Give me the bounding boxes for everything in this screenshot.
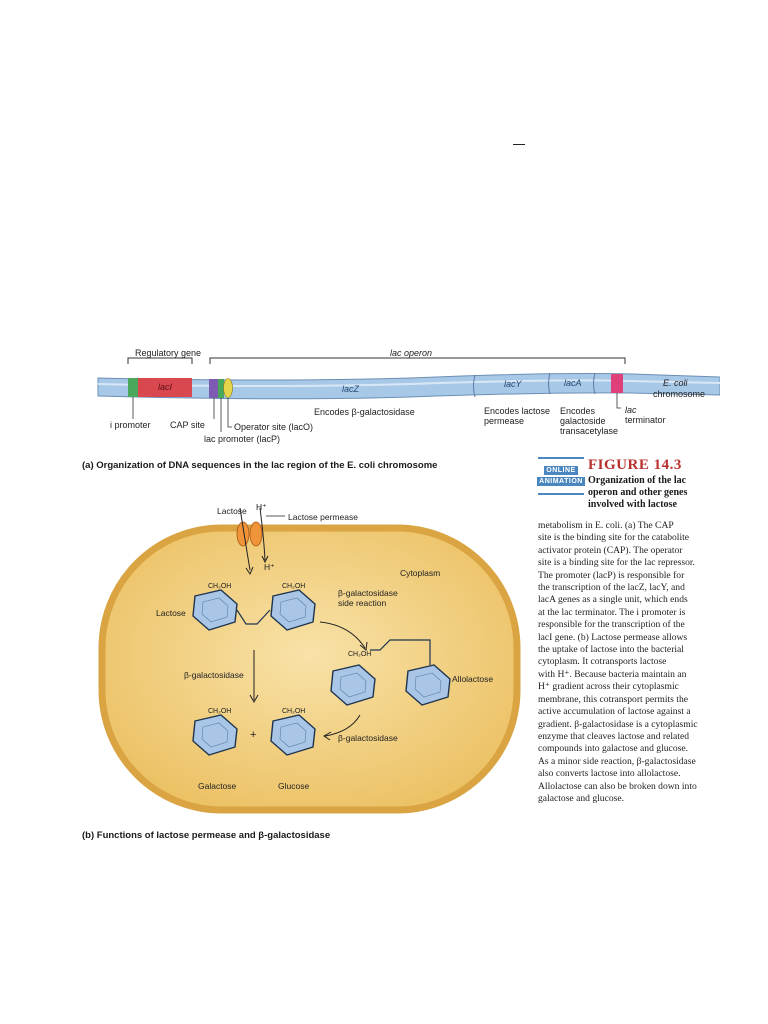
i-promoter-label: i promoter xyxy=(110,420,151,430)
lacz-label: lacZ xyxy=(342,384,360,394)
legend-line: the uptake of lactose into the bacterial xyxy=(538,644,684,656)
regulatory-gene-label: Regulatory gene xyxy=(135,348,202,358)
lac-operon-label: lac operon xyxy=(390,348,433,358)
laci-label: lacI xyxy=(158,382,173,392)
glycosidic-bond xyxy=(236,609,271,625)
ch2oh-allolactose: CH₂OH xyxy=(348,651,372,658)
encodes-permease-label-1: Encodes lactose xyxy=(484,406,551,416)
chromosome-label-1: E. coli xyxy=(663,378,688,388)
bacterial-cell xyxy=(98,524,521,814)
terminator-label-2: terminator xyxy=(625,415,666,425)
lacy-laca-divider xyxy=(548,372,551,395)
legend-line: H⁺ gradient across their cytoplasmic xyxy=(538,681,679,693)
encodes-bgal-label: Encodes β-galactosidase xyxy=(314,407,415,417)
legend-line: The promoter (lacP) is responsible for xyxy=(538,569,685,581)
legend-line: membrane, this cotransport permits the xyxy=(538,693,688,705)
legend-line: the transcription of the lacZ, lacY, and xyxy=(538,582,685,594)
operator-site-label: Operator site (lacO) xyxy=(234,422,314,432)
i-promoter-segment xyxy=(128,378,138,397)
h-plus-inside-label: H⁺ xyxy=(264,562,275,572)
legend-line: compounds into galactose and glucose. xyxy=(538,743,689,755)
legend-line: lacI gene. (b) Lactose permease allows xyxy=(538,631,688,643)
terminator-label-1: lac xyxy=(625,405,637,415)
legend-line: with H⁺. Because bacteria maintain an xyxy=(538,668,687,680)
laca-end-divider xyxy=(593,372,596,395)
legend-line: Allolactose can also be broken down into xyxy=(538,780,697,792)
cell-diagram xyxy=(98,507,521,814)
cap-site-segment xyxy=(209,379,218,398)
legend-line: cytoplasm. It cotransports lactose xyxy=(538,656,667,668)
h-plus-outside-label: H⁺ xyxy=(256,502,267,512)
encodes-transacetylase-label-3: transacetylase xyxy=(560,426,619,436)
legend-line: site is the binding site for the catabol… xyxy=(538,532,690,544)
ch2oh-lactose-2: CH₂OH xyxy=(282,583,306,590)
ch2oh-glucose: CH₂OH xyxy=(282,708,306,715)
panel-b-caption: (b) Functions of lactose permease and β-… xyxy=(82,830,331,841)
panel-a-caption: (a) Organization of DNA sequences in the… xyxy=(82,460,438,471)
legend-line: site is a binding site for the lac repre… xyxy=(538,557,695,569)
ch2oh-galactose: CH₂OH xyxy=(208,708,232,715)
dna-highlight xyxy=(97,379,720,387)
regulatory-gene-bracket xyxy=(127,357,193,364)
lactose-permease-protein xyxy=(236,521,263,547)
legend-line: active accumulation of lactose against a xyxy=(538,706,691,718)
figure-number: FIGURE 14.3 xyxy=(588,457,682,473)
allolactose-bond xyxy=(370,639,431,665)
online-animation-badge[interactable]: ONLINE ANIMATION xyxy=(537,457,585,495)
galactose-label: Galactose xyxy=(198,781,237,791)
stray-dash xyxy=(513,144,525,145)
lac-operon-bracket xyxy=(209,357,626,364)
dna-diagram xyxy=(97,357,720,432)
side-reaction-label-1: β-galactosidase xyxy=(338,588,398,598)
laci-gene-segment xyxy=(138,378,192,397)
legend-line: galactose and glucose. xyxy=(538,792,625,804)
panel-b-cell: Lactose H⁺ Lactose permease H⁺ Cytoplasm… xyxy=(80,500,530,845)
encodes-permease-label-2: permease xyxy=(484,416,525,426)
encodes-transacetylase-label-1: Encodes xyxy=(560,406,596,416)
lactose-uptake-arrow xyxy=(239,507,251,571)
legend-line: As a minor side reaction, β-galactosidas… xyxy=(538,755,696,767)
lacy-label: lacY xyxy=(504,379,522,389)
panel-a-lac-region: Regulatory gene lac operon lacI lacZ lac… xyxy=(80,348,720,478)
lactose-outside-label: Lactose xyxy=(217,506,247,516)
badge-line-2: ANIMATION xyxy=(537,477,585,486)
lacz-lacy-divider xyxy=(473,374,476,398)
bgal-right-label: β-galactosidase xyxy=(338,733,398,743)
lactose-permease-label: Lactose permease xyxy=(288,512,358,522)
badge-line-1: ONLINE xyxy=(544,466,578,475)
terminator-segment xyxy=(611,374,623,393)
legend-line: activator protein (CAP). The operator xyxy=(538,544,683,556)
legend-line: gradient. β-galactosidase is a cytoplasm… xyxy=(538,718,698,730)
ch2oh-lactose-1: CH₂OH xyxy=(208,583,232,590)
bgal-left-label: β-galactosidase xyxy=(184,670,244,680)
legend-line: lacA genes as a single unit, which ends xyxy=(538,594,688,606)
lactose-label: Lactose xyxy=(156,608,186,618)
plus-sign: + xyxy=(250,729,257,741)
legend-line: at the lac terminator. The i promoter is xyxy=(538,606,686,618)
operator-leader xyxy=(227,398,232,428)
laca-label: lacA xyxy=(564,378,582,388)
lac-promoter-segment xyxy=(218,379,224,398)
side-reaction-arrow xyxy=(319,621,366,649)
allolactose-cleavage-arrow xyxy=(324,714,361,737)
operator-segment xyxy=(223,378,233,398)
terminator-leader xyxy=(616,393,621,409)
legend-line: also converts lactose into allolactose. xyxy=(538,768,681,780)
cap-site-label: CAP site xyxy=(170,420,205,430)
side-reaction-label-2: side reaction xyxy=(338,598,387,608)
lac-promoter-label: lac promoter (lacP) xyxy=(204,434,281,444)
legend-line: metabolism in E. coli. (a) The CAP xyxy=(538,520,674,531)
chromosome-label-2: chromosome xyxy=(653,389,706,399)
figure-title: Organization of the lac operon and other… xyxy=(588,475,688,510)
allolactose-label: Allolactose xyxy=(452,674,494,684)
legend-line: enzyme that cleaves lactose and related xyxy=(538,730,690,742)
encodes-transacetylase-label-2: galactoside xyxy=(560,416,606,426)
glucose-label: Glucose xyxy=(278,781,310,791)
legend-line: responsible for the transcription of the xyxy=(538,619,685,631)
h-uptake-arrow xyxy=(259,507,266,561)
cytoplasm-label: Cytoplasm xyxy=(400,568,441,578)
